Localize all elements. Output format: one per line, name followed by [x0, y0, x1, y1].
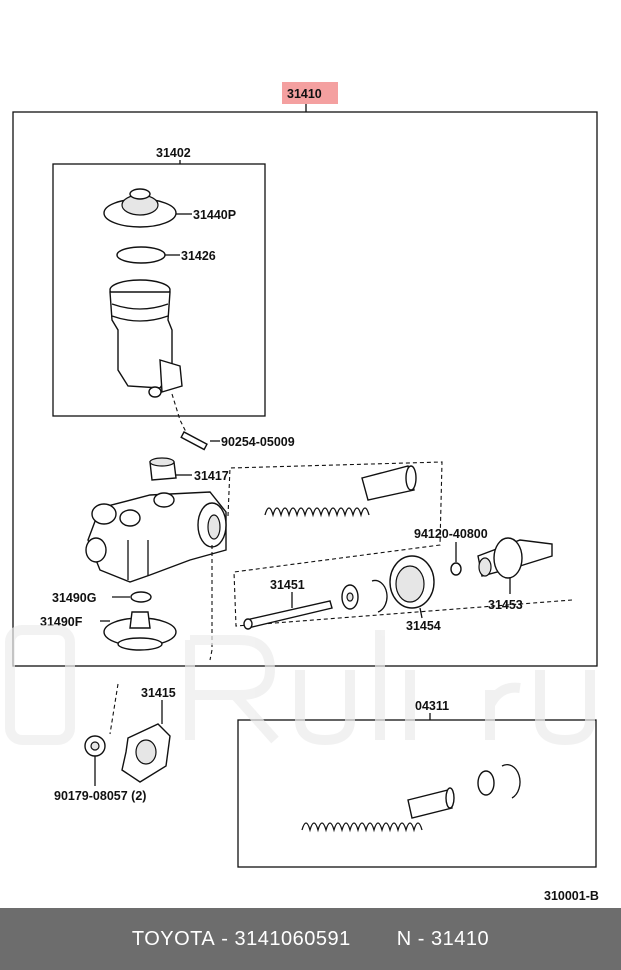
bleeder-part [84, 735, 106, 757]
kit-washer-part [477, 770, 495, 796]
footer-ref-prefix: N [396, 927, 412, 950]
cap-g-label[interactable]: 31490G [52, 591, 96, 605]
kit-snap-ring-part [501, 764, 521, 799]
footer-bar: TOYOTA - 3141060591 N - 31410 [0, 908, 621, 970]
clevis-part [477, 537, 553, 579]
reservoir-body-part [109, 279, 183, 398]
plate-part [121, 723, 171, 783]
grommet-label[interactable]: 31417 [194, 469, 229, 483]
master-cylinder-body-part [85, 491, 227, 583]
reservoir-group-label[interactable]: 31402 [156, 146, 191, 160]
gasket-part [116, 246, 166, 264]
assembly-callout-highlight [282, 82, 338, 104]
assembly-callout-label[interactable]: 31410 [287, 87, 322, 101]
parts-diagram: 31410 31402 31440P 31426 90254-05009 314… [12, 82, 599, 903]
assembly-frame [12, 111, 598, 667]
cap-f-part [103, 611, 177, 651]
footer-brand: TOYOTA [131, 927, 216, 950]
gasket-label[interactable]: 31426 [181, 249, 216, 263]
cap-f-label[interactable]: 31490F [40, 615, 83, 629]
nut-label[interactable]: 94120-40800 [414, 527, 488, 541]
reservoir-cap-label[interactable]: 31440P [193, 208, 236, 222]
footer-ref-number: 31410 [431, 927, 490, 950]
snap-ring-part [371, 579, 388, 613]
pin-label[interactable]: 90254-05009 [221, 435, 295, 449]
boot-part [389, 555, 435, 609]
nut-part [450, 562, 462, 576]
kit-label[interactable]: 04311 [415, 699, 449, 713]
bleeder-label[interactable]: 90179-08057 (2) [54, 789, 146, 803]
footer-separator: - [215, 927, 235, 950]
push-rod-bolt-part [243, 600, 333, 630]
footer-part-number: 3141060591 [234, 927, 351, 950]
figure-code: 310001-B [544, 889, 599, 903]
grommet-part [149, 457, 177, 481]
reservoir-cap-part [103, 188, 177, 228]
boot-label[interactable]: 31454 [406, 619, 441, 633]
cap-g-part [130, 591, 152, 603]
pin-part [180, 431, 208, 451]
push-rod-bolt-label[interactable]: 31451 [270, 578, 305, 592]
plate-label[interactable]: 31415 [141, 686, 176, 700]
reservoir-group-frame [52, 163, 266, 417]
kit-spring-piston-part [301, 787, 455, 833]
kit-frame [237, 719, 597, 868]
piston-spring-part [264, 465, 417, 518]
footer-separator: - [411, 927, 431, 950]
clevis-label[interactable]: 31453 [488, 598, 523, 612]
